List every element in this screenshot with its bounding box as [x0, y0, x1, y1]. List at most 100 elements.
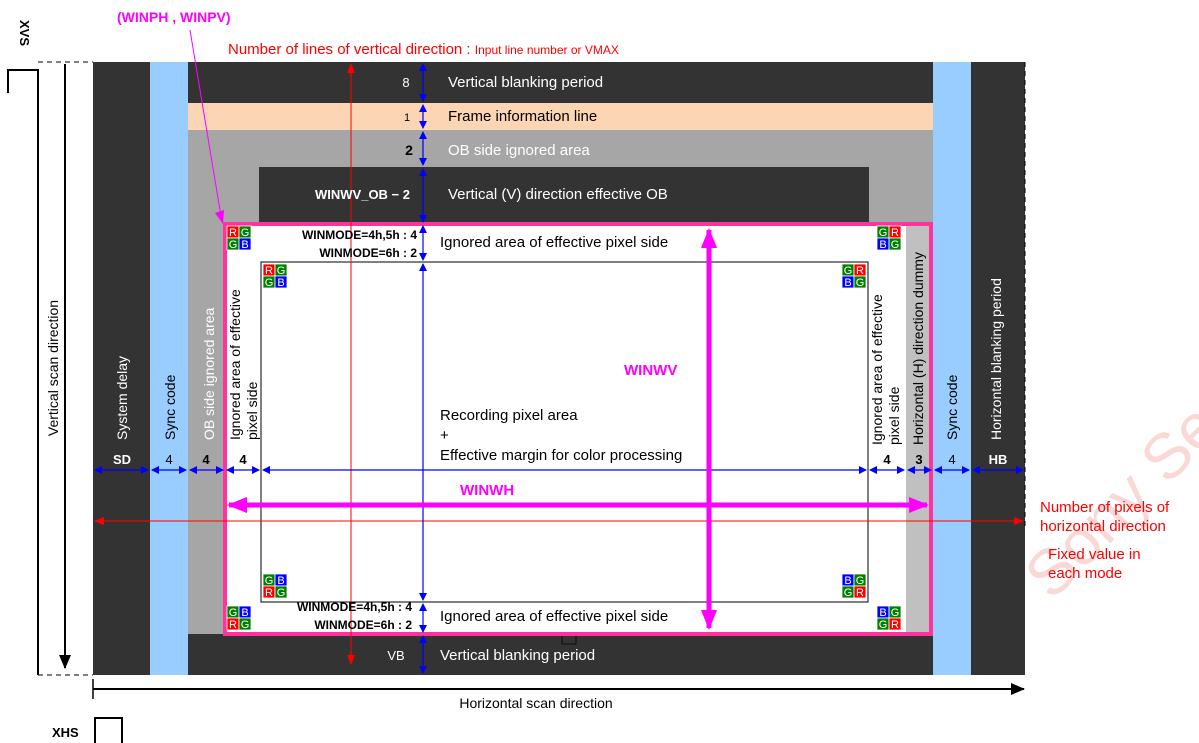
ob-ignored-label: OB side ignored area — [448, 142, 590, 159]
bayer-letter: B — [879, 607, 886, 619]
recording-area-label-3: Effective margin for color processing — [440, 447, 682, 464]
ign-eff-left-label-2: pixel side — [244, 381, 260, 440]
num-pixels-label-2: horizontal direction — [1040, 518, 1166, 535]
ign-eff-right-label-1: Ignored area of effective — [869, 294, 885, 445]
bayer-letter: G — [891, 607, 900, 619]
ob-side-ignored-vert-label: OB side ignored area — [201, 307, 217, 440]
bayer-letter: B — [879, 239, 886, 251]
bayer-letter: G — [277, 265, 286, 277]
dim-3-dummy: 3 — [915, 452, 922, 467]
vblank-top-num: 8 — [402, 75, 409, 90]
bayer-letter: B — [241, 239, 248, 251]
sync-code-left-column — [150, 62, 188, 675]
bayer-cell — [888, 617, 902, 631]
bayer-cell — [238, 237, 252, 251]
bayer-letter: G — [265, 277, 274, 289]
bayer-letter: G — [879, 227, 888, 239]
winmode-top-2: WINMODE=6h : 2 — [319, 246, 417, 260]
bayer-letter: G — [879, 619, 888, 631]
horizontal-scan-label: Horizontal scan direction — [459, 695, 612, 711]
sync-code-right-label: Sync code — [944, 374, 960, 440]
h-blank-label: Horizontal blanking period — [988, 278, 1004, 440]
ignored-eff-top-label: Ignored area of effective pixel side — [440, 234, 668, 251]
bayer-letter: G — [277, 587, 286, 599]
xvs-signal — [7, 69, 39, 675]
bayer-letter: R — [856, 587, 864, 599]
bayer-letter: R — [229, 619, 237, 631]
winmode-bot-1: WINMODE=4h,5h : 4 — [297, 600, 412, 614]
winwh-label: WINWH — [460, 482, 514, 499]
dim-4-ob-left: 4 — [202, 452, 210, 467]
window-frame — [223, 222, 933, 636]
bayer-letter: G — [229, 607, 238, 619]
sync-code-left-label: Sync code — [162, 374, 178, 440]
bayer-cell — [274, 585, 288, 599]
recording-area-label-2: + — [440, 427, 449, 444]
recording-area-label-1: Recording pixel area — [440, 407, 578, 424]
small-bracket-mark — [561, 636, 577, 645]
h-direction-dummy-column — [906, 224, 932, 634]
bayer-cell — [853, 585, 867, 599]
bayer-letter: G — [241, 227, 250, 239]
v-effective-ob-label: Vertical (V) direction effective OB — [448, 186, 668, 203]
bayer-letter: G — [844, 587, 853, 599]
ign-eff-left-label-1: Ignored area of effective — [227, 289, 243, 440]
h-dummy-label: Horizontal (H) direction dummy — [910, 252, 926, 445]
xhs-label: XHS — [52, 725, 79, 740]
sd-label: SD — [113, 452, 131, 467]
bayer-letter: G — [265, 575, 274, 587]
frame-information-line — [188, 103, 933, 130]
winmode-top-1: WINMODE=4h,5h : 4 — [302, 228, 417, 242]
xhs-signal — [94, 717, 123, 743]
sync-code-right-column — [933, 62, 971, 675]
bayer-letter: G — [891, 239, 900, 251]
num-lines-label: Number of lines of vertical direction : … — [228, 41, 619, 58]
hb-label: HB — [989, 452, 1008, 467]
bayer-letter: R — [265, 587, 273, 599]
winwv-ob-label: WINWV_OB − 2 — [315, 187, 410, 202]
winmode-bot-2: WINMODE=6h : 2 — [314, 618, 412, 632]
bayer-letter: G — [856, 277, 865, 289]
bayer-cell — [888, 237, 902, 251]
dim-4-sync-right: 4 — [948, 452, 955, 467]
bayer-letter: G — [229, 239, 238, 251]
num-pixels-label-1: Number of pixels of — [1040, 499, 1170, 516]
frame-info-label: Frame information line — [448, 108, 597, 125]
bayer-letter: R — [856, 265, 864, 277]
system-delay-label: System delay — [114, 356, 130, 440]
bayer-letter: G — [844, 265, 853, 277]
winph-winpv-label: (WINPH , WINPV) — [117, 9, 231, 25]
bayer-letter: B — [277, 277, 284, 289]
vblank-bot-label: Vertical blanking period — [440, 647, 595, 664]
bayer-letter: R — [265, 265, 273, 277]
fixed-value-label-1: Fixed value in — [1048, 546, 1141, 563]
bayer-letter: R — [229, 227, 237, 239]
dim-4-ign-right: 4 — [883, 452, 891, 467]
bayer-letter: R — [891, 619, 899, 631]
bayer-letter: B — [844, 277, 851, 289]
frame-info-num: 1 — [404, 112, 410, 124]
vertical-effective-ob — [259, 167, 869, 224]
ob-ignored-num: 2 — [405, 142, 413, 158]
bayer-letter: G — [241, 619, 250, 631]
bayer-cell — [274, 275, 288, 289]
fixed-value-label-2: each mode — [1048, 565, 1122, 582]
winph-pointer-head — [215, 210, 224, 224]
bayer-cell — [853, 275, 867, 289]
dim-4-sync-left: 4 — [165, 452, 172, 467]
effective-pixel-area — [225, 224, 906, 634]
winwv-label: WINWV — [624, 362, 677, 379]
bayer-letter: G — [856, 575, 865, 587]
recording-pixel-area — [260, 261, 869, 603]
vblank-top-label: Vertical blanking period — [448, 74, 603, 91]
